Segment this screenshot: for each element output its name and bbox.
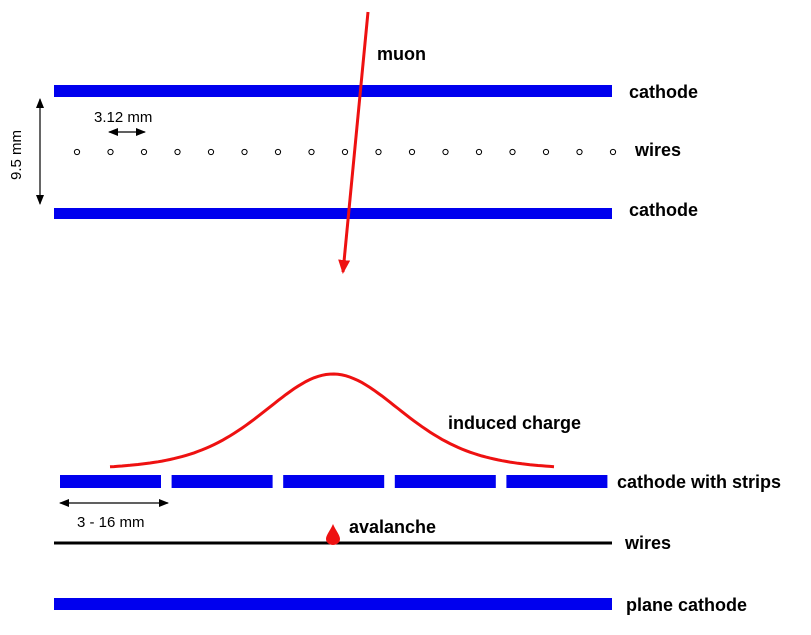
cathode-strip-4 bbox=[394, 475, 496, 488]
wire-11 bbox=[408, 148, 416, 156]
wire-8 bbox=[308, 148, 315, 156]
top-cathode-label: cathode bbox=[629, 82, 698, 102]
induced-charge-label: induced charge bbox=[448, 413, 581, 433]
wire-5 bbox=[207, 148, 215, 156]
wire-7 bbox=[274, 148, 282, 156]
muon-track bbox=[338, 11, 370, 274]
wire-1 bbox=[73, 148, 81, 156]
wire-row bbox=[73, 148, 617, 156]
pitch-dimension-label: 3.12 mm bbox=[94, 109, 152, 126]
wire-4 bbox=[174, 148, 181, 156]
wire-12 bbox=[442, 148, 449, 156]
wire-15 bbox=[542, 148, 550, 156]
wire-14 bbox=[509, 148, 516, 156]
lower-wires-label: wires bbox=[624, 533, 671, 553]
induced-charge-curve bbox=[109, 372, 555, 469]
wire-3 bbox=[140, 148, 148, 156]
cathode-strip-1 bbox=[60, 475, 161, 488]
wire-9 bbox=[341, 148, 349, 156]
muon-label: muon bbox=[377, 44, 426, 64]
plane-cathode-label: plane cathode bbox=[626, 595, 747, 615]
wire-2 bbox=[107, 148, 114, 156]
cathode-strip-3 bbox=[283, 475, 385, 488]
wire-17 bbox=[609, 148, 617, 156]
gap-dimension-label: 9.5 mm bbox=[8, 130, 25, 180]
cathode-strip-2 bbox=[171, 475, 273, 488]
avalanche-drop-icon bbox=[326, 524, 340, 545]
wire-16 bbox=[576, 148, 583, 156]
wire-10 bbox=[375, 148, 382, 156]
bottom-cathode-label: cathode bbox=[629, 200, 698, 220]
strips-label: cathode with strips bbox=[617, 472, 781, 492]
bottom-cathode-plate bbox=[54, 208, 612, 219]
avalanche-label: avalanche bbox=[349, 517, 436, 537]
strip-width-label: 3 - 16 mm bbox=[77, 514, 145, 531]
plane-cathode bbox=[54, 598, 612, 610]
upper-wires-label: wires bbox=[634, 140, 681, 160]
cathode-strip-row bbox=[60, 475, 608, 488]
wire-6 bbox=[241, 148, 248, 156]
cathode-strip-5 bbox=[506, 475, 608, 488]
wire-13 bbox=[475, 148, 483, 156]
top-cathode-plate bbox=[54, 85, 612, 97]
